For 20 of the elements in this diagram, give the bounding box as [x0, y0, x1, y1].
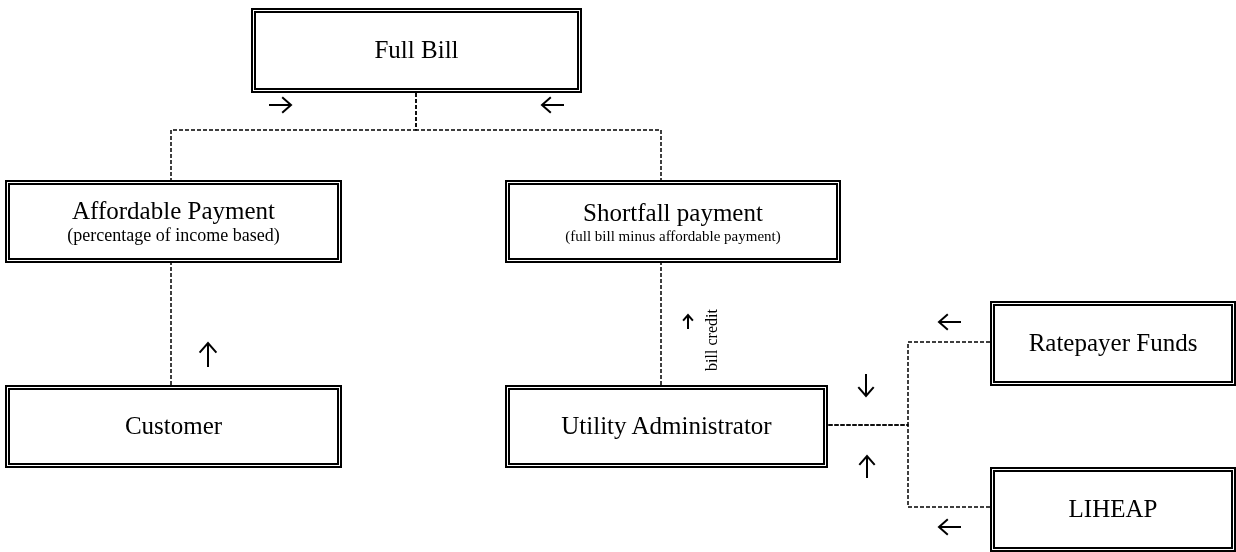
box-title: Utility Administrator — [561, 412, 772, 441]
dashed-connector — [170, 262, 172, 386]
box-title: Affordable Payment — [72, 197, 275, 226]
box-title: Customer — [124, 412, 223, 441]
dashed-connector — [415, 92, 662, 181]
process-box — [5, 180, 342, 263]
process-box — [251, 8, 582, 93]
process-box — [505, 385, 828, 468]
dashed-connector — [660, 262, 662, 386]
box-subtitle: (percentage of income based) — [67, 225, 280, 246]
box-subtitle: (full bill minus affordable payment) — [565, 227, 781, 245]
process-box — [990, 467, 1236, 552]
box-title: Full Bill — [374, 36, 459, 65]
process-box — [5, 385, 342, 468]
box-title: Ratepayer Funds — [1028, 329, 1198, 358]
process-box — [505, 180, 841, 263]
box-title: LIHEAP — [1068, 495, 1158, 524]
box-title: Shortfall payment — [583, 198, 763, 228]
dashed-connector — [827, 424, 991, 508]
process-box — [990, 301, 1236, 386]
